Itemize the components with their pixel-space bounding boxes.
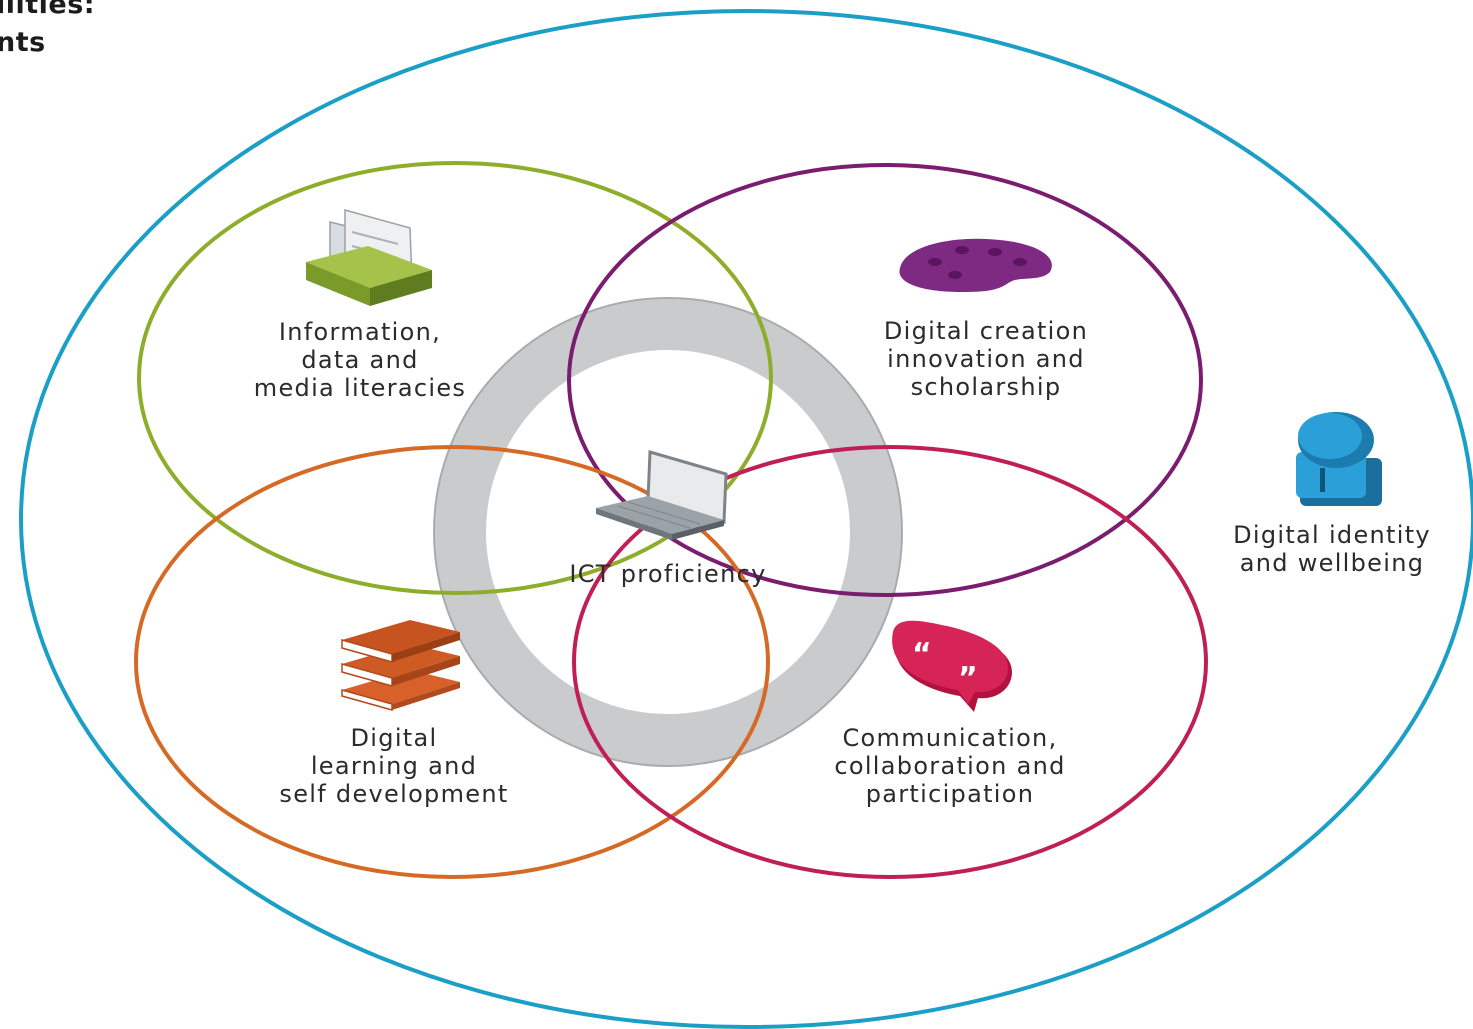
communication-label-line-2: collaboration and [834, 752, 1066, 780]
learning-label-line-1: Digital [350, 724, 438, 752]
creation-label-line-3: scholarship [910, 373, 1062, 401]
speech-bubble-icon: “ ” [892, 620, 1012, 712]
communication-label-line-3: participation [865, 780, 1035, 808]
learning-label: Digital learning and self development [252, 724, 536, 808]
learning-circle [134, 445, 770, 879]
identity-label: Digital identity and wellbeing [1210, 521, 1454, 577]
information-label-line-2: data and [301, 346, 419, 374]
ict-ring-outer-edge [433, 297, 903, 767]
creation-circle [567, 163, 1203, 597]
creation-label: Digital creation innovation and scholars… [862, 317, 1110, 401]
information-label-line-1: Information, [278, 318, 442, 346]
card-index-icon [306, 209, 432, 306]
palette-icon [899, 238, 1052, 292]
ict-label: ICT proficiency [540, 560, 796, 588]
identity-label-line-1: Digital identity [1233, 521, 1431, 549]
creation-label-line-1: Digital creation [883, 317, 1089, 345]
communication-circle [572, 445, 1208, 879]
information-label: Information, data and media literacies [232, 318, 488, 402]
heading-line-2: nts [0, 27, 46, 58]
cropped-heading: ilities: nts [0, 0, 95, 62]
communication-label: Communication, collaboration and partici… [806, 724, 1094, 808]
identity-label-line-2: and wellbeing [1239, 549, 1425, 577]
laptop-icon [596, 450, 728, 540]
learning-label-line-3: self development [279, 780, 509, 808]
svg-text:“: “ [912, 637, 932, 672]
information-circle [137, 161, 773, 595]
creation-label-line-2: innovation and [887, 345, 1085, 373]
information-label-line-3: media literacies [253, 374, 467, 402]
heading-line-1: ilities: [0, 0, 96, 20]
books-icon [341, 620, 460, 711]
outer-circle [19, 9, 1473, 1029]
ict-ring [434, 298, 902, 766]
communication-label-line-1: Communication, [842, 724, 1058, 752]
person-icon [1296, 412, 1382, 506]
svg-text:”: ” [958, 661, 978, 696]
learning-label-line-2: learning and [310, 752, 478, 780]
ict-label-line-1: ICT proficiency [569, 560, 767, 588]
